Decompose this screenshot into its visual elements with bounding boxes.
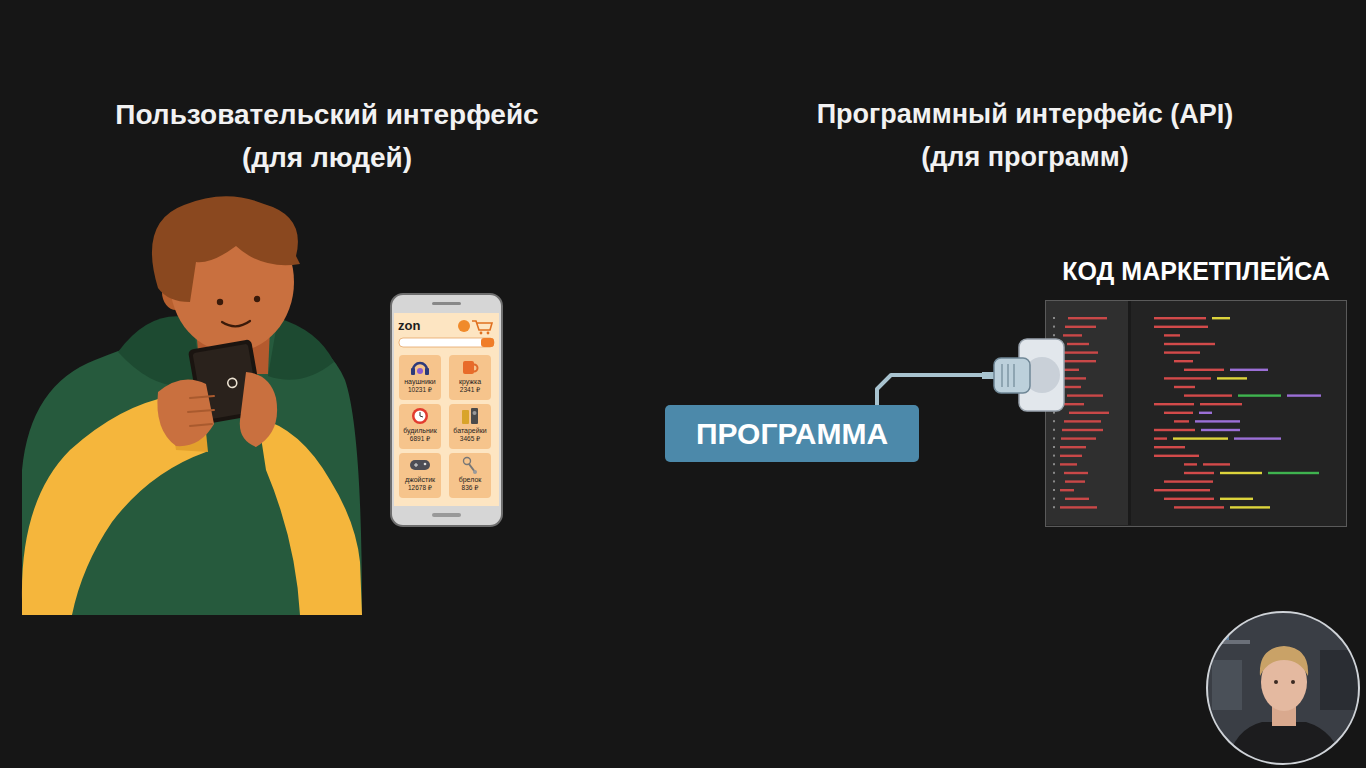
person-arm — [258, 418, 362, 615]
product-icon — [449, 454, 491, 475]
product-tile: батарейки3465 ₽ — [449, 404, 491, 449]
heading-wrap: Программный интерфейс (API) (для програм… — [785, 93, 1265, 179]
product-name: наушники — [399, 377, 441, 386]
product-tile: кружка2341 ₽ — [449, 355, 491, 400]
cart-icon — [472, 321, 492, 330]
phone-display — [394, 313, 499, 506]
code-lines — [1046, 301, 1345, 525]
program-box: ПРОГРАММА — [665, 405, 919, 462]
person-smile — [222, 321, 250, 326]
product-price: 6891 ₽ — [399, 435, 441, 443]
phone-screen: наушники10231 ₽кружка2341 ₽будильник6891… — [390, 293, 503, 527]
product-tile: брелок836 ₽ — [449, 453, 491, 498]
product-icon — [449, 356, 491, 377]
product-price: 3465 ₽ — [449, 435, 491, 443]
heading-wrap: Пользовательский интерфейс (для людей) — [92, 93, 562, 179]
product-tile: наушники10231 ₽ — [399, 355, 441, 400]
product-tile: джойстик12678 ₽ — [399, 453, 441, 498]
person-eye — [217, 299, 223, 305]
code-heading: КОД МАРКЕТПЛЕЙСА — [1062, 256, 1330, 286]
product-tile: будильник6891 ₽ — [399, 404, 441, 449]
section-heading: Программный интерфейс (API) (для програм… — [785, 93, 1265, 179]
section-heading: Пользовательский интерфейс (для людей) — [92, 93, 562, 179]
product-price: 10231 ₽ — [399, 386, 441, 394]
product-name: брелок — [449, 475, 491, 484]
webcam-presenter — [1200, 605, 1366, 768]
power-plug — [982, 358, 1030, 393]
product-icon — [399, 454, 441, 475]
product-price: 12678 ₽ — [399, 484, 441, 492]
person-illustration — [22, 196, 362, 615]
profile-icon — [458, 320, 470, 332]
code-panel — [1045, 300, 1347, 527]
code-editor: КОД МАРКЕТПЛЕЙСА — [1045, 256, 1347, 527]
phone-speaker — [432, 302, 461, 305]
product-name: батарейки — [449, 426, 491, 435]
product-price: 836 ₽ — [449, 484, 491, 492]
phone-home-bar — [432, 513, 461, 517]
person-hand — [157, 380, 214, 447]
search-bar — [399, 338, 494, 347]
product-name: кружка — [449, 377, 491, 386]
person-eye — [254, 296, 260, 302]
app-logo: zon — [398, 319, 420, 333]
product-icon — [449, 405, 491, 426]
person-finger — [188, 396, 214, 426]
product-name: будильник — [399, 426, 441, 435]
person-hand — [240, 372, 277, 447]
product-price: 2341 ₽ — [449, 386, 491, 394]
product-icon — [399, 405, 441, 426]
program-label: ПРОГРАММА — [696, 417, 888, 451]
product-name: джойстик — [399, 475, 441, 484]
person-hair — [152, 196, 300, 302]
product-icon — [399, 356, 441, 377]
search-button — [481, 338, 494, 347]
